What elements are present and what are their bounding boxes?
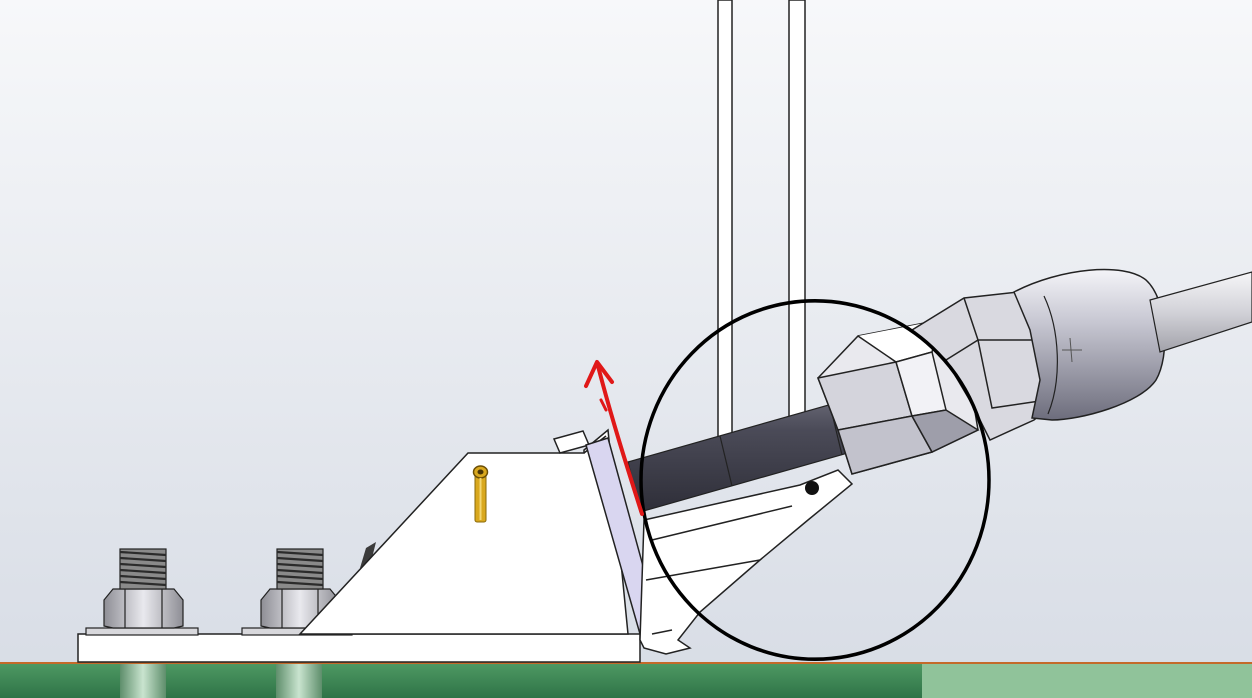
ground-plate <box>0 662 1252 698</box>
hex-nut-left <box>103 588 184 629</box>
frame-post-left <box>717 0 733 446</box>
thread-right <box>276 548 324 590</box>
locating-pin <box>472 465 489 523</box>
frame-post-right <box>788 0 806 446</box>
stud-shaft-right <box>276 664 322 698</box>
pivot-point <box>805 481 819 495</box>
square-socket <box>816 319 980 475</box>
stud-shaft-left <box>120 664 166 698</box>
base-plate <box>77 633 641 663</box>
bracket-shadow-edge <box>360 542 376 568</box>
thread-left <box>119 548 167 590</box>
force-arrow <box>584 360 644 516</box>
washer-left <box>85 627 199 636</box>
bolt-assembly-left <box>85 548 199 636</box>
angled-bracket <box>298 428 629 635</box>
handle-shaft <box>1149 271 1252 353</box>
ground-plate-light-section <box>922 662 1252 698</box>
detail-highlight-circle <box>639 298 991 662</box>
